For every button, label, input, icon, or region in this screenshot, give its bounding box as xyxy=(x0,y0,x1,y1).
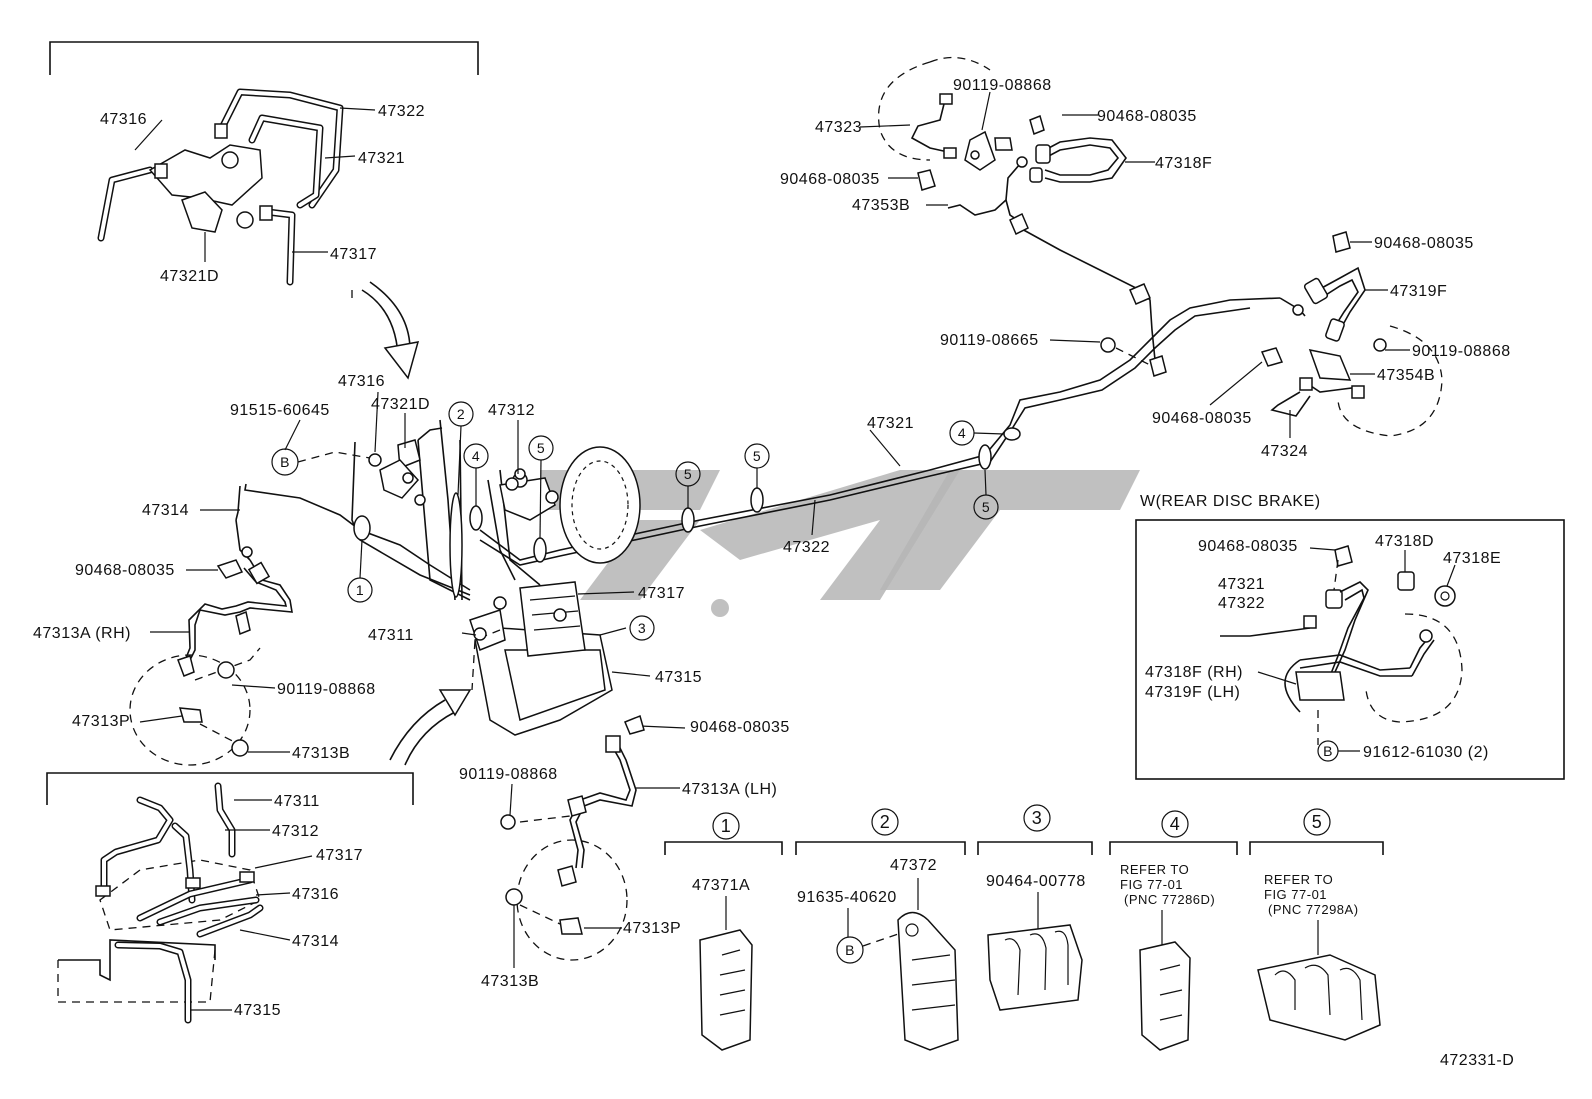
label-47316-top: 47316 xyxy=(100,111,147,128)
disc-box-callout-b: B xyxy=(1323,743,1333,759)
pointer-arrow-abs xyxy=(389,689,472,766)
disc-box-title: W(REAR DISC BRAKE) xyxy=(1140,493,1321,510)
bottom-label-47312: 47312 xyxy=(272,823,319,840)
label-47316-main: 47316 xyxy=(338,373,385,390)
label-47313B-rh: 47313B xyxy=(292,745,350,762)
label-90468-main-a: 90468-08035 xyxy=(75,562,175,579)
disc-label-47322: 47322 xyxy=(1218,595,1265,612)
clamp-4-number: 4 xyxy=(1170,814,1181,834)
clamp-1-part: 47371A xyxy=(692,877,750,894)
disc-label-91612-61030: 91612-61030 (2) xyxy=(1363,744,1489,761)
label-90119-08868-rear-b: 90119-08868 xyxy=(1412,343,1511,360)
label-47313P-rh: 47313P xyxy=(72,713,130,730)
main-assembly: B 1 2 4 5 3 5 5 4 5 47316 91515-60645 47… xyxy=(75,297,1281,736)
label-47314-main: 47314 xyxy=(142,502,189,519)
label-47311-main: 47311 xyxy=(368,627,414,644)
label-47321D-top: 47321D xyxy=(160,268,219,285)
callout-b-main: B xyxy=(280,454,290,470)
top-inset: 47316 47322 47321 47317 47321D xyxy=(49,41,479,286)
label-90468-08035-rear-b: 90468-08035 xyxy=(780,171,880,188)
clamp-2-part: 47372 xyxy=(890,857,937,874)
disc-label-47319F-lh: 47319F (LH) xyxy=(1145,684,1240,701)
rear-rh-brake: 90119-08868 90468-08035 47323 47318F 904… xyxy=(780,56,1212,377)
bottom-label-47315: 47315 xyxy=(234,1002,281,1019)
disc-label-90468: 90468-08035 xyxy=(1198,538,1298,555)
front-lh-brake: 90119-08868 47313A (LH) 47313P 47313B xyxy=(459,735,777,990)
label-47324: 47324 xyxy=(1261,443,1308,460)
callout-1: 1 xyxy=(356,582,364,598)
label-90119-08868-lh: 90119-08868 xyxy=(459,766,558,783)
clamp-3-part: 90464-00778 xyxy=(986,873,1086,890)
disc-label-47318F-rh: 47318F (RH) xyxy=(1145,664,1243,681)
label-47312-main: 47312 xyxy=(488,402,535,419)
callout-5-main-b: 5 xyxy=(684,466,692,482)
label-47321-main: 47321 xyxy=(867,415,914,432)
rear-lh-brake: 90468-08035 47319F 90119-08868 47354B 90… xyxy=(1152,231,1511,460)
clamp-1-number: 1 xyxy=(721,816,732,836)
label-47321D-main: 47321D xyxy=(371,396,430,413)
callout-5-main-a: 5 xyxy=(537,440,545,456)
label-47321-top: 47321 xyxy=(358,150,405,167)
label-47313A-rh: 47313A (RH) xyxy=(33,625,131,642)
label-47319F: 47319F xyxy=(1390,283,1447,300)
clamp-5-ref-line1: REFER TO xyxy=(1264,872,1333,887)
label-47353B: 47353B xyxy=(852,197,910,214)
label-47317-main: 47317 xyxy=(638,585,685,602)
clamp-2-callout-b: B xyxy=(845,942,855,958)
label-91515-60645: 91515-60645 xyxy=(230,402,330,419)
label-47323: 47323 xyxy=(815,119,862,136)
clamp-4-ref-line1: REFER TO xyxy=(1120,862,1189,877)
callout-4-main: 4 xyxy=(472,448,480,464)
label-90119-08665: 90119-08665 xyxy=(940,332,1039,349)
bottom-label-47314: 47314 xyxy=(292,933,339,950)
clamp-5-number: 5 xyxy=(1312,812,1323,832)
label-47313B-lh: 47313B xyxy=(481,973,539,990)
label-47322-top: 47322 xyxy=(378,103,425,120)
clamp-2-bolt: 91635-40620 xyxy=(797,889,897,906)
clamp-3-number: 3 xyxy=(1032,808,1043,828)
label-47318F-rear: 47318F xyxy=(1155,155,1212,172)
clamp-2-number: 2 xyxy=(880,812,891,832)
disc-label-47318D: 47318D xyxy=(1375,533,1434,550)
label-47313P-lh: 47313P xyxy=(623,920,681,937)
label-47315-main: 47315 xyxy=(655,669,702,686)
label-90119-08868-rear-a: 90119-08868 xyxy=(953,77,1052,94)
label-47317-top: 47317 xyxy=(330,246,377,263)
label-90468-08035-rear-d: 90468-08035 xyxy=(1152,410,1252,427)
label-47322-main: 47322 xyxy=(783,539,830,556)
bottom-inset: 47311 47312 47317 47316 47314 47315 xyxy=(46,772,414,1024)
callout-4-rear: 4 xyxy=(958,425,966,441)
disc-label-47318E: 47318E xyxy=(1443,550,1501,567)
clamp-4-ref-line2: FIG 77-01 xyxy=(1120,877,1183,892)
label-47313A-lh: 47313A (LH) xyxy=(682,781,777,798)
clamp-legend: 1 47371A 2 47372 91635-40620 B 3 90464-0… xyxy=(664,804,1384,1051)
label-47354B: 47354B xyxy=(1377,367,1435,384)
clamp-5-ref-line2: FIG 77-01 xyxy=(1264,887,1327,902)
front-rh-brake: 47313A (RH) 90119-08868 47313P 47313B xyxy=(33,546,376,766)
label-90119-08868-rh: 90119-08868 xyxy=(277,681,376,698)
rear-disc-brake-box: W(REAR DISC BRAKE) B 90468-08035 47318D … xyxy=(1135,493,1565,780)
callout-3: 3 xyxy=(638,620,646,636)
clamp-4-ref-line3: (PNC 77286D) xyxy=(1124,892,1215,907)
pointer-arrow-top xyxy=(351,281,420,380)
clamp-5-ref-line3: (PNC 77298A) xyxy=(1268,902,1359,917)
callout-5-main-c: 5 xyxy=(753,448,761,464)
callout-2: 2 xyxy=(457,406,465,422)
figure-id: 472331-D xyxy=(1440,1052,1514,1069)
disc-label-47321: 47321 xyxy=(1218,576,1265,593)
label-90468-main-b: 90468-08035 xyxy=(690,719,790,736)
bottom-label-47316: 47316 xyxy=(292,886,339,903)
callout-5-rear: 5 xyxy=(982,499,990,515)
bottom-label-47311: 47311 xyxy=(274,793,320,810)
label-90468-08035-rear-a: 90468-08035 xyxy=(1097,108,1197,125)
label-90468-08035-rear-c: 90468-08035 xyxy=(1374,235,1474,252)
bottom-label-47317: 47317 xyxy=(316,847,363,864)
